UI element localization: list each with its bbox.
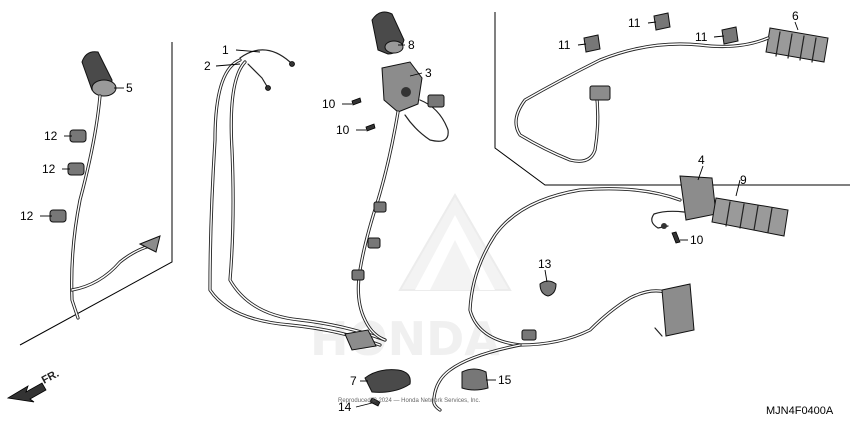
callout-12-bottom: 12: [20, 209, 34, 223]
honda-watermark-logo: HONDA: [310, 193, 512, 366]
right-grip-9: [711, 197, 789, 237]
callout-4: 4: [698, 153, 705, 167]
callout-10-right: 10: [690, 233, 704, 247]
group-frames: [19, 12, 850, 346]
throttle-housing-assembly: [351, 11, 449, 342]
right-switch-housing: [381, 61, 423, 113]
callout-14: 14: [338, 400, 352, 414]
diagram-code: MJN4F0400A: [766, 405, 834, 417]
callout-11-middle: 11: [628, 16, 641, 30]
right-switch-assembly: [432, 175, 789, 412]
part-7: [364, 369, 411, 393]
callout-13: 13: [538, 257, 552, 271]
left-cable-end-plate: [138, 235, 161, 253]
callout-2: 2: [204, 59, 211, 73]
callout-10-middle: 10: [336, 123, 350, 137]
grommet-15: [461, 368, 489, 391]
callouts: 1 2 3 4 5 6 7 8 9 10 10 10 11 11 11 12 1…: [20, 9, 799, 414]
bolt-14: [369, 397, 381, 407]
watermark-text: HONDA: [310, 312, 500, 366]
heated-grip-harness: [514, 12, 829, 163]
left-grip-end: [91, 79, 117, 97]
callout-10-upper: 10: [322, 97, 336, 111]
callout-9: 9: [740, 173, 747, 187]
clip-12b: [67, 162, 85, 176]
callout-5: 5: [126, 81, 133, 95]
callout-15: 15: [498, 373, 512, 387]
callout-7: 7: [350, 374, 357, 388]
callout-12-middle: 12: [42, 162, 56, 176]
callout-6: 6: [792, 9, 799, 23]
callout-8: 8: [408, 38, 415, 52]
callout-11-left: 11: [558, 38, 571, 52]
bottom-parts: [364, 368, 489, 407]
callout-11-right: 11: [695, 30, 708, 44]
callout-12-top: 12: [44, 129, 58, 143]
left-grip-assembly: [49, 51, 161, 320]
clip-12a: [69, 129, 87, 143]
copyright-text: Reproduced © 2024 — Honda Network Servic…: [338, 397, 480, 404]
leader-lines: [40, 21, 799, 408]
switch-4: [679, 175, 717, 221]
callout-1: 1: [222, 43, 229, 57]
right-heated-grip: [765, 27, 829, 63]
front-arrow-icon: [6, 382, 47, 403]
front-arrow: FR.: [6, 368, 61, 403]
callout-3: 3: [425, 66, 432, 80]
front-arrow-label: FR.: [40, 368, 61, 387]
left-group-frame: [19, 42, 173, 346]
clip-12c: [49, 209, 67, 223]
throttle-cables: [208, 49, 387, 351]
